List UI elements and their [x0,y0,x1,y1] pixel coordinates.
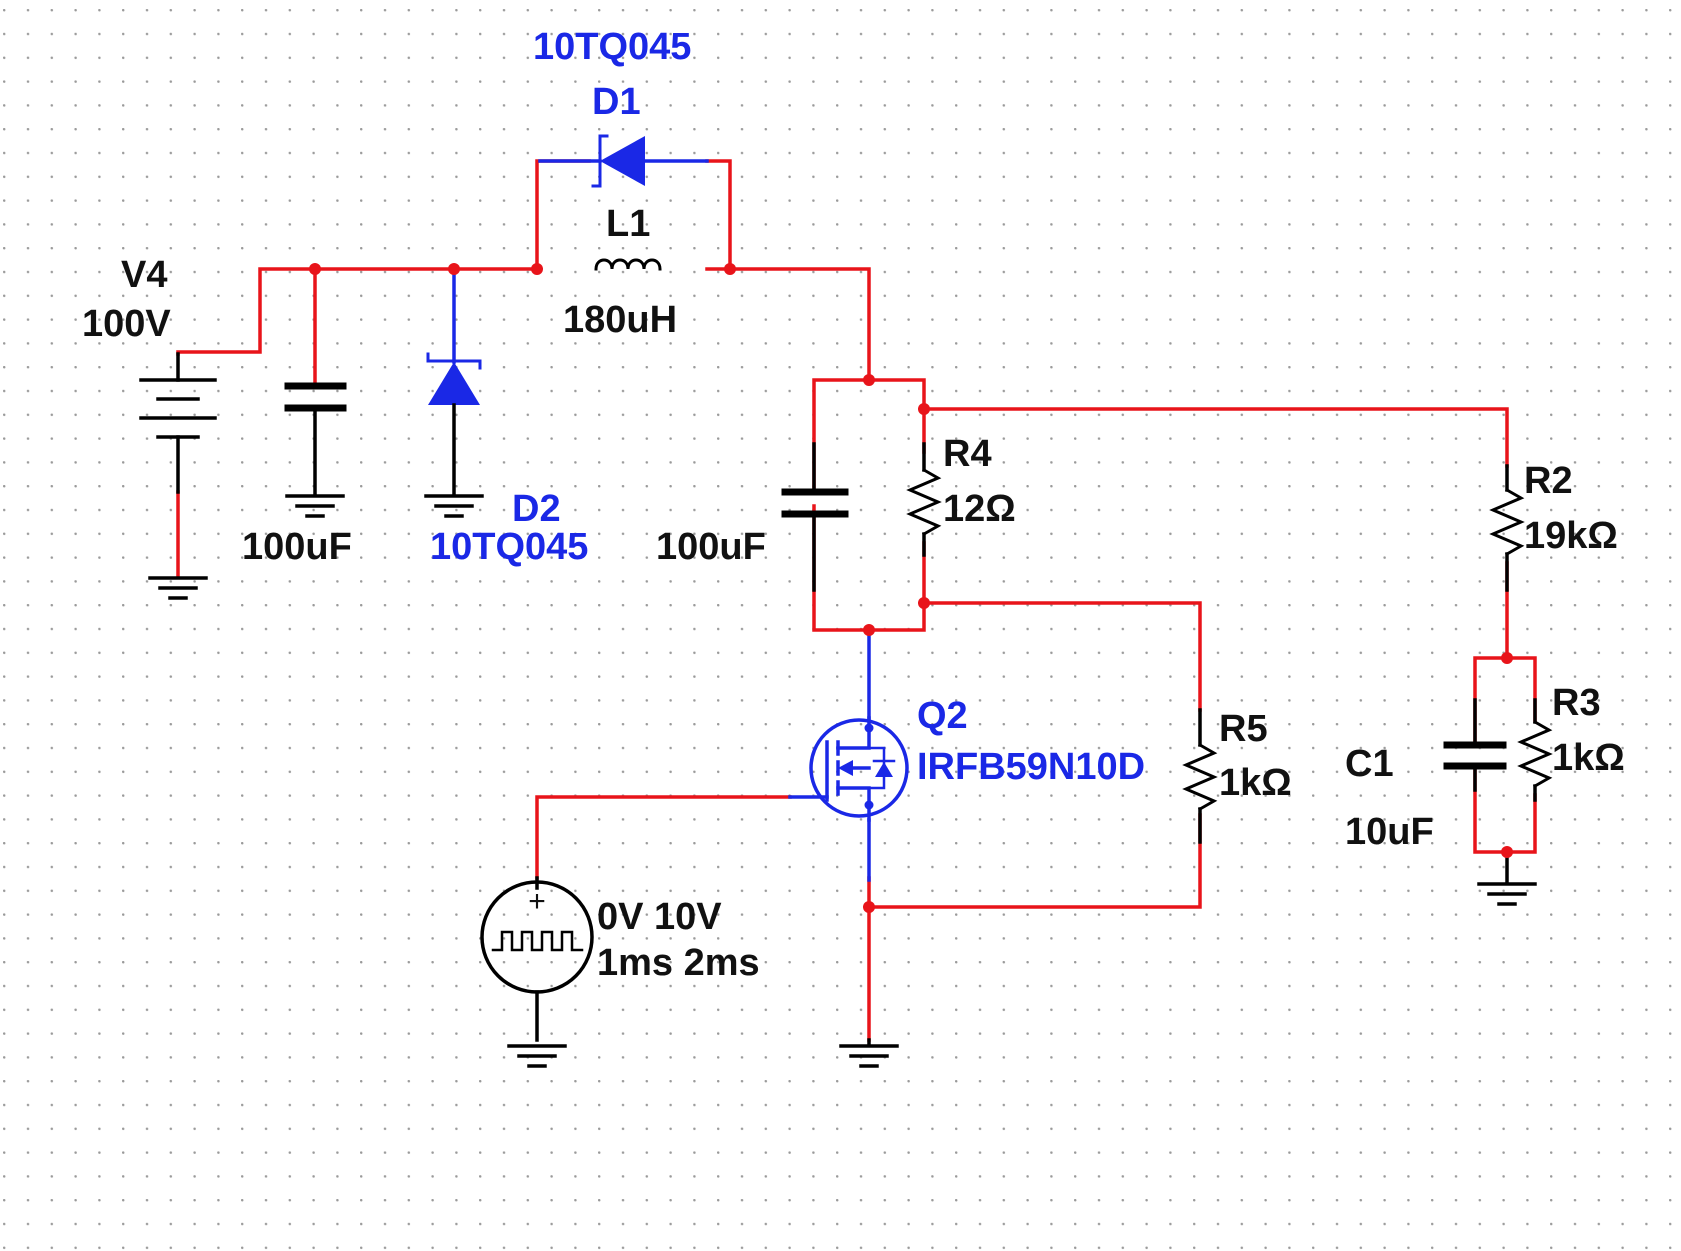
q2-model-label: IRFB59N10D [917,746,1145,788]
junction-node [448,263,460,275]
inductor-icon[interactable] [594,258,662,271]
junction-node [309,263,321,275]
r2-ref-label: R2 [1524,460,1573,502]
r4-ref-label: R4 [943,433,992,475]
junction-node [531,263,543,275]
junction-node [724,263,736,275]
r3-ref-label: R3 [1552,682,1601,724]
r5-value-label: 1kΩ [1219,762,1292,804]
pulse-timing-label: 1ms 2ms [597,942,760,984]
junction-node [1501,846,1513,858]
l1-ref-label: L1 [606,203,650,245]
resistor-icon[interactable] [1517,698,1553,802]
wire-l1-to-load[interactable] [728,267,871,382]
v4-ref-label: V4 [121,254,167,296]
c1-ref-label: C1 [1345,743,1394,785]
capacitor-icon[interactable] [1443,698,1507,792]
ground-icon [839,1038,899,1068]
schottky-diode-icon[interactable] [426,267,482,496]
ground-icon [424,494,484,518]
resistor-icon[interactable] [906,442,942,557]
resistor-icon[interactable] [1182,708,1218,844]
r2-value-label: 19kΩ [1524,515,1618,557]
c1-value-label: 10uF [1345,811,1434,853]
junction-node [918,403,930,415]
wire-r5-top[interactable] [922,601,1202,712]
wires [176,159,1537,1042]
v4-value-label: 100V [82,303,171,345]
junction-node [863,901,875,913]
pin-node [864,723,874,733]
resistor-icon[interactable] [1489,464,1525,592]
q2-ref-label: Q2 [917,695,968,737]
pin-node [864,800,874,810]
r5-ref-label: R5 [1219,708,1268,750]
pulse-levels-label: 0V 10V [597,896,722,938]
wire-d1-bypass-right[interactable] [705,159,732,271]
dc-battery-icon[interactable] [139,352,217,494]
wire-load-top-right[interactable] [867,378,926,454]
l1-value-label: 180uH [563,299,677,341]
labels: V4 100V 100uF D2 10TQ045 10TQ045 D1 L1 1… [82,26,1625,984]
ground-icon [148,576,208,600]
r4-value-label: 12Ω [943,488,1016,530]
cout-value-label: 100uF [656,526,766,568]
junction-node [863,374,875,386]
pulse-voltage-source-icon[interactable]: + [480,876,594,1042]
schottky-diode-icon[interactable] [538,134,709,188]
capacitor-icon[interactable] [781,442,849,592]
wire-gate[interactable] [535,795,792,880]
d2-model-label: 10TQ045 [430,526,588,568]
wire-fb-bottom-left[interactable] [1473,768,1509,854]
junction-nodes [309,263,1513,913]
junction-node [863,624,875,636]
cin-value-label: 100uF [242,526,352,568]
d1-ref-label: D1 [592,81,641,123]
source-plus-sign: + [528,885,546,918]
capacitor-icon[interactable] [284,382,347,496]
wire-load-bottom-right[interactable] [867,541,926,632]
wire-fb-bottom-right[interactable] [1505,793,1537,854]
d1-model-label: 10TQ045 [533,26,691,68]
ground-icon [507,1044,567,1068]
wire-feedback-top[interactable] [922,407,1509,468]
d2-ref-label: D2 [512,488,561,530]
junction-node [918,597,930,609]
ground-icon [285,494,345,518]
r3-value-label: 1kΩ [1552,737,1625,779]
wire-r5-bottom[interactable] [867,813,1202,909]
junction-node [1501,652,1513,664]
